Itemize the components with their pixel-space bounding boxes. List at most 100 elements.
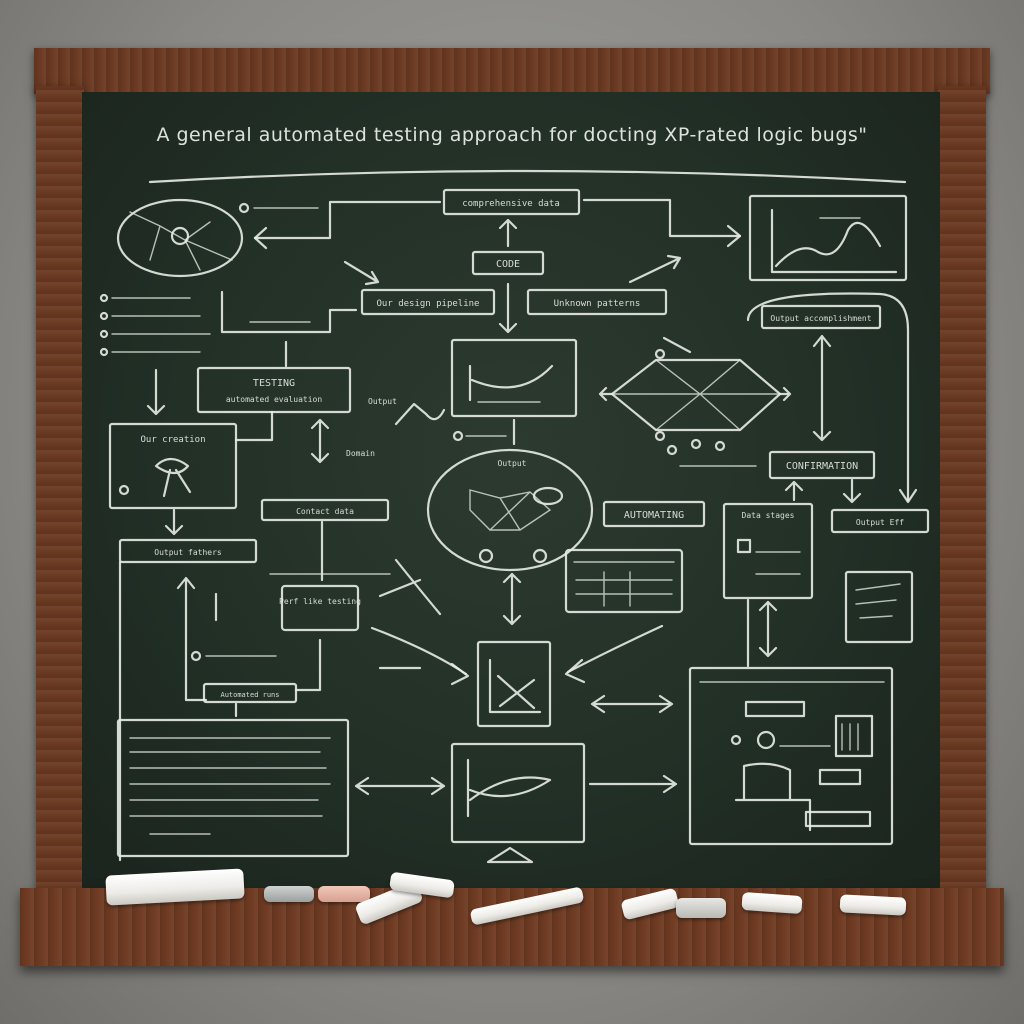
label-network-top: Output [498, 459, 527, 468]
chart-box-top-right [748, 194, 908, 282]
network-lines [129, 211, 233, 271]
box-contact [260, 498, 390, 522]
label-confirmation: CONFIRMATION [786, 461, 858, 472]
label-testing-sub: automated evaluation [226, 395, 323, 404]
arrow-diag-right [628, 254, 682, 284]
box-data-stages [722, 502, 814, 600]
box-bottom-left-small [202, 682, 298, 704]
double-arrow-mid-right [590, 694, 674, 714]
arrow-top-right [582, 198, 742, 238]
hexagon-nodes [654, 348, 726, 456]
box-bottom-right-scene [688, 666, 894, 846]
bottom-left-text-lines [129, 737, 331, 835]
box-testing [196, 366, 352, 414]
arrow-curve-right [566, 624, 664, 674]
arrow-bottom-right [588, 774, 678, 794]
arrow-diag-left [343, 260, 380, 286]
label-bottom-left-small: Automated runs [220, 691, 279, 699]
board-title: A general automated testing approach for… [156, 124, 868, 146]
label-perf: Perf like testing [279, 597, 361, 606]
arrowhead-curve-right [564, 658, 586, 684]
label-output: Output [368, 397, 397, 406]
decision-hexagon [610, 358, 782, 432]
scene-keyboard [818, 768, 862, 786]
chalk-stick-10 [839, 894, 907, 916]
arrow-code-up [498, 218, 518, 248]
connector-left-testing [234, 410, 274, 442]
box-left-mid [360, 288, 496, 316]
scene-monitor-lines [841, 723, 859, 751]
box-top-center [442, 188, 581, 216]
chalkboard [82, 92, 940, 888]
small-node [452, 430, 464, 442]
label-contact: Contact data [296, 507, 354, 516]
center-network-highlight [532, 486, 564, 506]
label-left-small: Output fathers [154, 548, 222, 557]
box-output-eff [830, 508, 930, 534]
center-small-chart-marks [488, 658, 542, 714]
bottom-triangle [486, 846, 534, 864]
arrow-up-confirmation [784, 480, 804, 502]
label-top-center: comprehensive data [462, 199, 560, 209]
chart-curve [774, 221, 882, 268]
arrowhead-right [726, 224, 742, 248]
arrow-to-hexagon [662, 336, 692, 354]
double-arrow-bottom-left [354, 776, 446, 796]
cross-strokes [378, 558, 442, 616]
box-automating [602, 500, 706, 528]
label-right-top-small: Output accomplishment [770, 314, 871, 323]
box-right-note [844, 570, 914, 644]
arrow-left-upward [176, 576, 208, 702]
frame-top [34, 48, 990, 94]
arrow-down-output-eff [842, 478, 862, 504]
arrow-right-vertical [812, 334, 832, 442]
label-domain: Domain [346, 449, 375, 458]
frame-left [36, 86, 84, 894]
hexagon-inner-lines [611, 359, 781, 431]
box-bottom-left-text [116, 718, 350, 858]
box-bottom-center [450, 742, 586, 844]
box-center-small-chart [476, 640, 552, 728]
center-network-edges [469, 489, 552, 531]
arrow-to-left-box [146, 368, 166, 416]
arrow-left-small [164, 508, 184, 536]
data-stage-icon [736, 538, 752, 554]
network-node-small [238, 202, 250, 214]
label-left-box: Our creation [140, 435, 205, 445]
label-right-small: Output Eff [856, 518, 904, 527]
arrow-right-vertical-2 [758, 600, 778, 658]
arrow-center-down [498, 282, 518, 334]
label-data-right: Data stages [742, 511, 795, 520]
label-right-mid: Unknown patterns [554, 299, 641, 309]
chalk-stick-2 [264, 886, 314, 902]
arrow-right-loop [746, 292, 910, 502]
left-bullet-node [190, 650, 202, 662]
box-center-chart [450, 338, 578, 418]
label-automating: AUTOMATING [624, 510, 684, 521]
box-browser-window [564, 548, 684, 614]
box-code [471, 250, 545, 276]
center-network-ellipse [426, 448, 594, 572]
box-right-top-small [760, 304, 882, 330]
left-bullet-list [99, 293, 211, 357]
bug-bullet [118, 484, 130, 496]
scene-person-desk [734, 762, 812, 832]
box-right-mid [526, 288, 668, 316]
scene-label-box [744, 700, 806, 718]
box-left-small [118, 538, 258, 564]
bug-icon [154, 457, 192, 498]
arrow-top-left [253, 200, 442, 240]
scene-bottom-label [804, 810, 872, 828]
chalk-stick-3 [318, 886, 370, 902]
title-underline [148, 169, 907, 184]
scene-head [756, 730, 776, 750]
center-chart-curve [468, 364, 554, 402]
center-node-b [532, 548, 548, 564]
center-node-a [478, 548, 494, 564]
chart-axes [770, 208, 898, 274]
bottom-center-curve [466, 758, 552, 818]
frame-right [938, 86, 986, 894]
scene-monitor [834, 714, 874, 758]
arrowhead-right-loop [898, 488, 918, 504]
